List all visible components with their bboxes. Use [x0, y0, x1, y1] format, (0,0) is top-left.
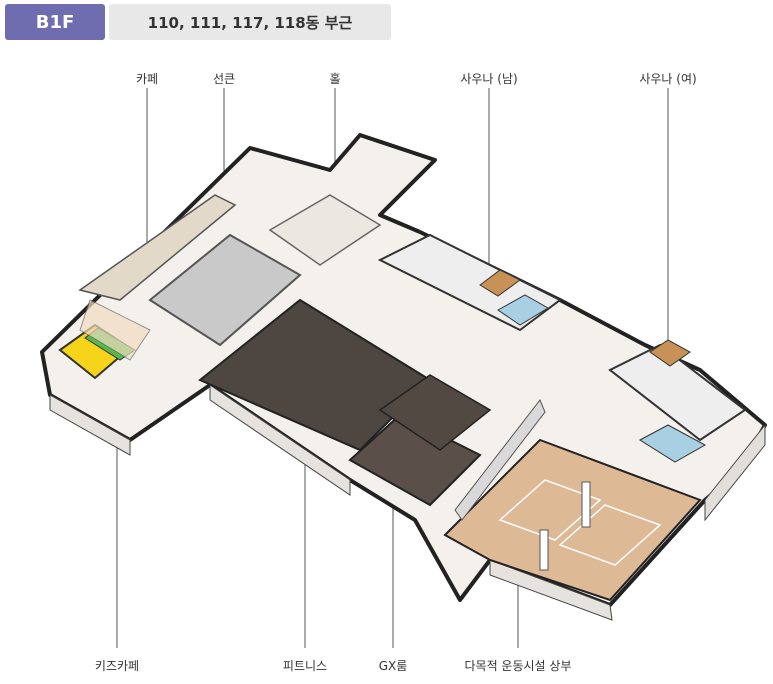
buildings-label: 110, 111, 117, 118동 부근	[109, 4, 391, 40]
room-sauna-women	[608, 343, 747, 442]
label-fitness: 피트니스	[282, 659, 328, 673]
label-gx-room: GX룸	[378, 659, 408, 673]
room-gx	[348, 413, 482, 507]
label-hall: 홀	[329, 72, 341, 86]
room-multipurpose	[443, 438, 702, 602]
room-cafe	[78, 194, 237, 301]
room-sunken	[148, 233, 302, 347]
label-sunken: 선큰	[212, 72, 236, 86]
label-cafe: 카페	[135, 72, 159, 86]
floor-badge[interactable]: B1F	[5, 4, 105, 40]
label-multipurpose: 다목적 운동시설 상부	[464, 659, 572, 673]
label-kids-cafe: 키즈카페	[94, 659, 140, 673]
room-hall	[268, 194, 382, 266]
label-sauna-men: 사우나 (남)	[460, 72, 518, 86]
label-sauna-women: 사우나 (여)	[639, 72, 697, 86]
